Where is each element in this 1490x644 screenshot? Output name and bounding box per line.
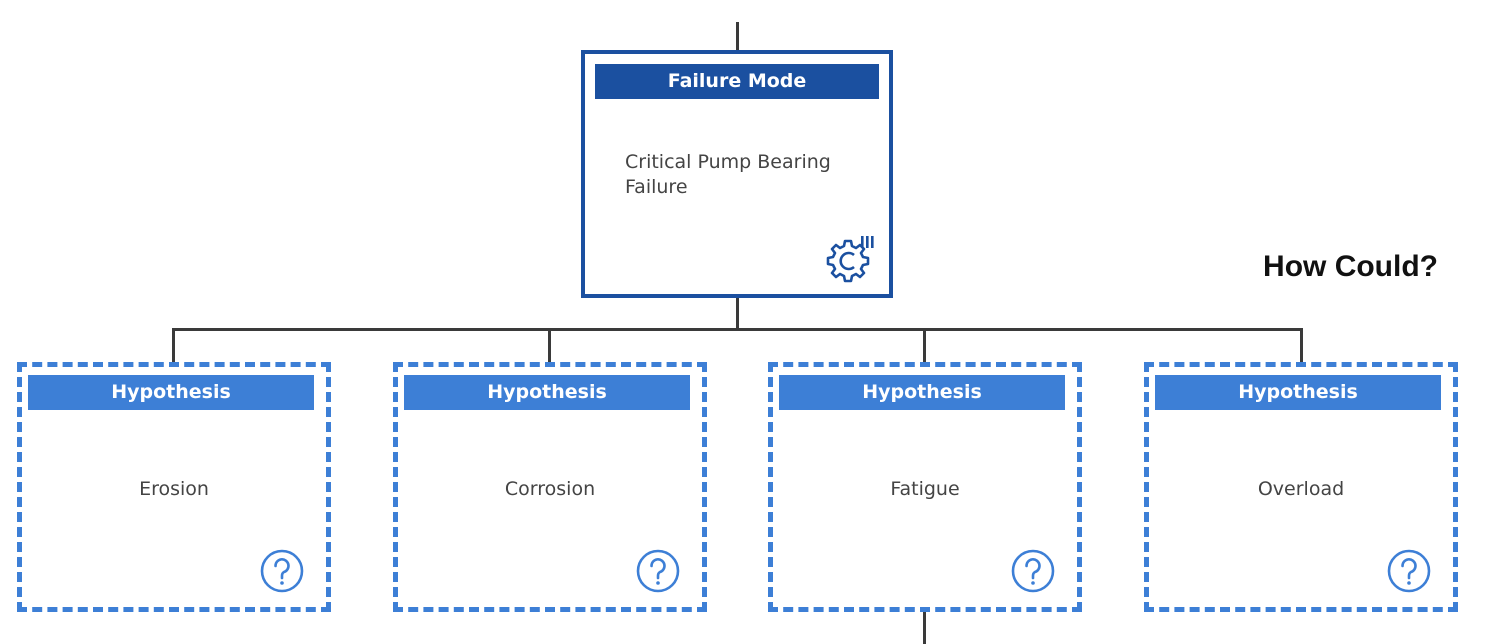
question-circle-icon[interactable] (634, 547, 682, 595)
how-could-label: How Could? (1263, 250, 1438, 283)
connector-horizontal (172, 328, 1303, 331)
hypothesis-header: Hypothesis (28, 375, 314, 410)
connector-top (736, 22, 739, 52)
question-circle-icon[interactable] (1385, 547, 1433, 595)
question-circle-icon[interactable] (258, 547, 306, 595)
hypothesis-header: Hypothesis (404, 375, 690, 410)
connector-bottom (923, 610, 926, 644)
connector-branch-1 (172, 328, 175, 364)
question-circle-icon[interactable] (1009, 547, 1057, 595)
hypothesis-node[interactable]: Hypothesis Erosion (17, 362, 331, 612)
hypothesis-text: Erosion (139, 478, 209, 500)
hypothesis-text: Fatigue (890, 478, 960, 500)
connector-trunk (736, 296, 739, 330)
connector-branch-4 (1300, 328, 1303, 364)
hypothesis-text: Corrosion (504, 478, 596, 500)
hypothesis-text: Overload (1257, 478, 1345, 500)
failure-mode-header: Failure Mode (595, 64, 879, 99)
connector-branch-2 (548, 328, 551, 364)
hypothesis-header: Hypothesis (1155, 375, 1441, 410)
connector-branch-3 (923, 328, 926, 364)
gear-with-bars-icon (821, 232, 877, 288)
hypothesis-node[interactable]: Hypothesis Overload (1144, 362, 1458, 612)
hypothesis-header: Hypothesis (779, 375, 1065, 410)
hypothesis-node[interactable]: Hypothesis Fatigue (768, 362, 1082, 612)
failure-mode-text: Critical Pump Bearing Failure (625, 151, 831, 198)
failure-mode-node[interactable]: Failure Mode Critical Pump Bearing Failu… (581, 50, 893, 298)
hypothesis-node[interactable]: Hypothesis Corrosion (393, 362, 707, 612)
